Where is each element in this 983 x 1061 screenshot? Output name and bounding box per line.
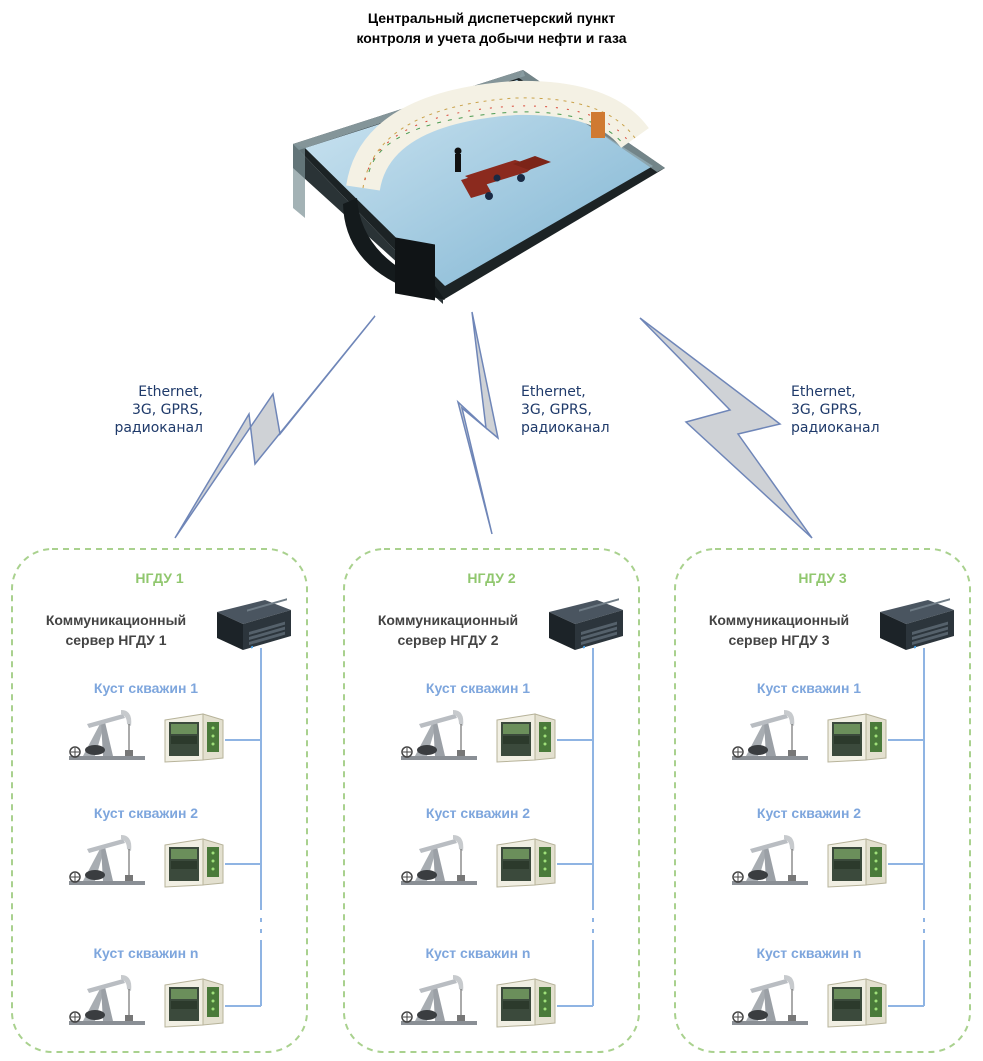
link-label-1-line-1: Ethernet,: [138, 384, 203, 400]
server-label-line-1: Коммуникационный: [708, 612, 850, 628]
control-cabinet-icon: [163, 837, 227, 894]
control-cabinet-icon: [495, 837, 559, 894]
control-cabinet-icon: [826, 712, 890, 769]
server-icon: [874, 598, 956, 657]
cluster-label: Куст скважин 1: [756, 680, 862, 696]
server-label-line-2: сервер НГДУ 2: [397, 632, 499, 648]
pumpjack-icon: [399, 969, 481, 1036]
cluster-label: Куст скважин 2: [756, 805, 862, 821]
cluster-label: Куст скважин 2: [93, 805, 199, 821]
server-label: Коммуникационный сервер НГДУ 1: [11, 610, 221, 650]
title-line-1: Центральный диспетчерский пункт: [367, 10, 616, 26]
link-lightning-3: [639, 317, 813, 539]
server-label-line-1: Коммуникационный: [377, 612, 519, 628]
link-label-3-line-3: радиоканал: [791, 420, 880, 436]
pumpjack-icon: [730, 704, 812, 771]
region-title: НГДУ 3: [798, 570, 847, 586]
region-ngdu-3: НГДУ 3 Коммуникационный сервер НГДУ 3 Куст…: [674, 548, 971, 1053]
control-cabinet-icon: [495, 977, 559, 1034]
server-icon: [211, 598, 293, 657]
cluster-label: Куст скважин n: [93, 945, 199, 961]
link-lightning-2: [456, 311, 500, 535]
region-ngdu-2: НГДУ 2 Коммуникационный сервер НГДУ 2 Куст…: [343, 548, 640, 1053]
cluster-label: Куст скважин 1: [93, 680, 199, 696]
control-cabinet-icon: [163, 712, 227, 769]
link-label-3: Ethernet, 3G, GPRS, радиоканал: [791, 383, 880, 437]
link-lightning-1: [174, 315, 376, 539]
server-icon: [543, 598, 625, 657]
control-cabinet-icon: [826, 837, 890, 894]
region-title: НГДУ 1: [135, 570, 184, 586]
cluster-label: Куст скважин 1: [425, 680, 531, 696]
pumpjack-icon: [399, 704, 481, 771]
server-label-line-2: сервер НГДУ 3: [728, 632, 830, 648]
link-label-2: Ethernet, 3G, GPRS, радиоканал: [521, 383, 610, 437]
control-room-illustration: [293, 70, 665, 304]
pumpjack-icon: [67, 704, 149, 771]
bus-line: [225, 648, 262, 1007]
cluster-label: Куст скважин n: [756, 945, 862, 961]
link-label-1-line-3: радиоканал: [114, 420, 203, 436]
link-label-2-line-1: Ethernet,: [521, 384, 586, 400]
link-label-3-line-1: Ethernet,: [791, 384, 856, 400]
pumpjack-icon: [67, 969, 149, 1036]
link-label-1-line-2: 3G, GPRS,: [131, 402, 203, 418]
server-label-line-2: сервер НГДУ 1: [65, 632, 167, 648]
region-title: НГДУ 2: [467, 570, 516, 586]
diagram-title: Центральный диспетчерский пункт контроля…: [0, 8, 983, 48]
region-border: [11, 548, 308, 1053]
server-label: Коммуникационный сервер НГДУ 2: [343, 610, 553, 650]
link-label-3-line-2: 3G, GPRS,: [791, 402, 863, 418]
pumpjack-icon: [67, 829, 149, 896]
link-label-1: Ethernet, 3G, GPRS, радиоканал: [105, 383, 203, 437]
pumpjack-icon: [730, 969, 812, 1036]
region-ngdu-1: НГДУ 1 Коммуникационный сервер НГДУ 1 Куст…: [11, 548, 308, 1053]
region-border: [343, 548, 640, 1053]
cluster-label: Куст скважин 2: [425, 805, 531, 821]
control-cabinet-icon: [826, 977, 890, 1034]
pumpjack-icon: [730, 829, 812, 896]
bus-line: [888, 648, 925, 1007]
control-cabinet-icon: [495, 712, 559, 769]
link-label-2-line-3: радиоканал: [521, 420, 610, 436]
server-label-line-1: Коммуникационный: [45, 612, 187, 628]
pumpjack-icon: [399, 829, 481, 896]
control-cabinet-icon: [163, 977, 227, 1034]
bus-line: [557, 648, 594, 1007]
region-border: [674, 548, 971, 1053]
server-label: Коммуникационный сервер НГДУ 3: [674, 610, 884, 650]
title-line-2: контроля и учета добычи нефти и газа: [356, 30, 627, 46]
link-label-2-line-2: 3G, GPRS,: [521, 402, 593, 418]
cluster-label: Куст скважин n: [425, 945, 531, 961]
